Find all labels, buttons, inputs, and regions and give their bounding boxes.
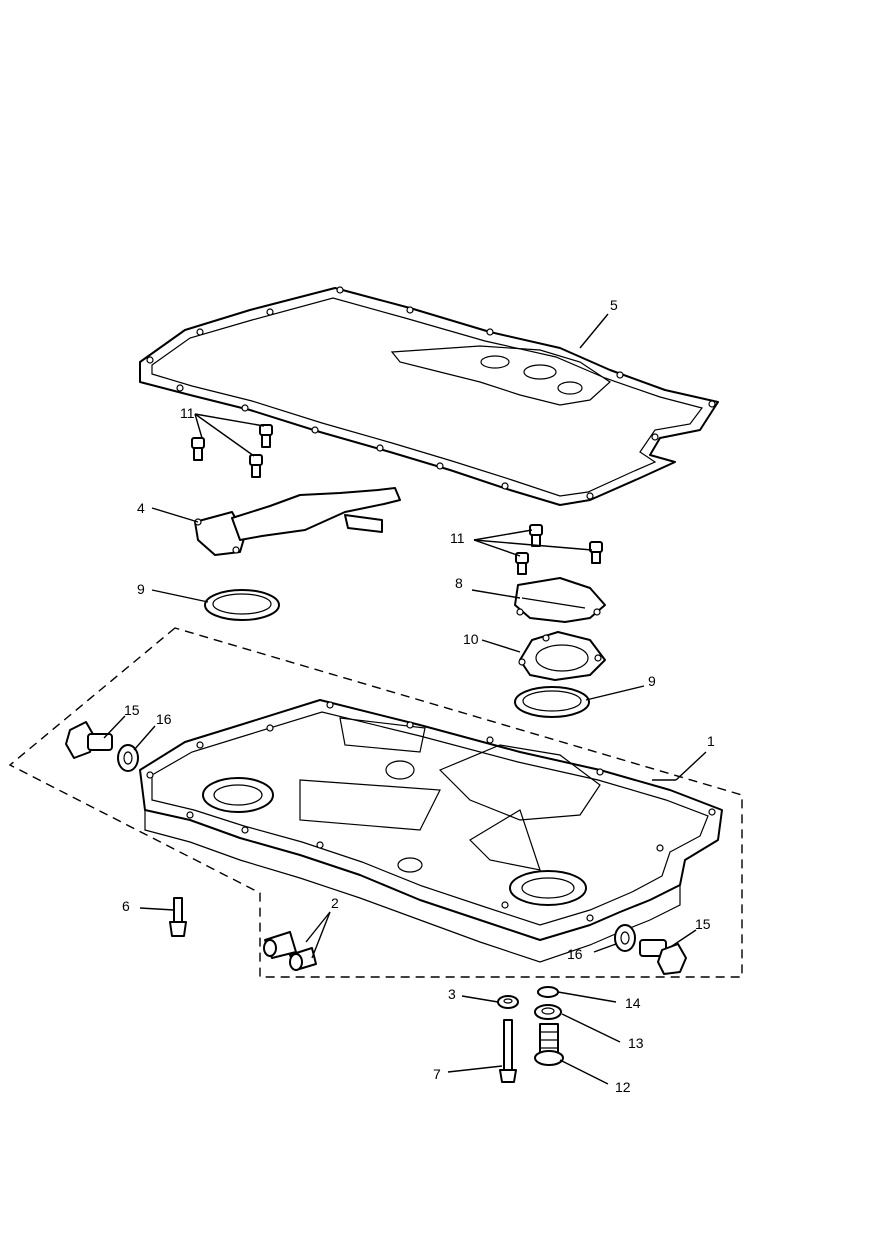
plug-12 [534, 1023, 564, 1066]
callout-labels: 1 2 3 4 5 6 7 8 9 9 10 11 11 12 13 14 15… [122, 297, 715, 1095]
drain-plug-right [639, 939, 687, 975]
sump-pan-part [139, 699, 723, 963]
bolt-6 [169, 897, 187, 937]
drain-plug-left [65, 721, 113, 759]
callout-6: 6 [122, 898, 130, 914]
cover-plate-part [514, 577, 606, 623]
flange-part [518, 631, 606, 681]
bolt-group-upper-left [191, 424, 273, 478]
callout-16-left: 16 [156, 711, 172, 727]
callout-11-upper: 11 [180, 405, 195, 421]
callout-1: 1 [707, 733, 715, 749]
sump-gasket-part [139, 286, 719, 506]
assembly-boundary [8, 627, 743, 978]
long-bolt-7 [499, 1019, 517, 1083]
oil-pickup-part [194, 487, 401, 556]
callout-11-lower: 11 [450, 530, 465, 546]
callout-15-left: 15 [124, 702, 140, 718]
washer-right [614, 924, 636, 952]
callout-9-lower: 9 [648, 673, 656, 689]
leader-lines [103, 313, 707, 1085]
callout-16-right: 16 [567, 946, 583, 962]
callout-12: 12 [615, 1079, 631, 1095]
callout-14: 14 [625, 995, 641, 1011]
callout-8: 8 [455, 575, 463, 591]
callout-3: 3 [448, 986, 456, 1002]
callout-10: 10 [463, 631, 479, 647]
callout-13: 13 [628, 1035, 644, 1051]
callout-5: 5 [610, 297, 618, 313]
callout-7: 7 [433, 1066, 441, 1082]
o-ring-14 [537, 986, 559, 998]
seal-right [514, 686, 590, 718]
washer-13 [534, 1004, 562, 1020]
washer-left [117, 744, 139, 772]
bolt-group-right [515, 524, 603, 575]
callout-9-upper: 9 [137, 581, 145, 597]
callout-4: 4 [137, 500, 145, 516]
callout-2: 2 [331, 895, 339, 911]
washer-3 [497, 995, 519, 1009]
seal-left [204, 589, 280, 621]
dowels-2 [263, 931, 317, 971]
callout-15-right: 15 [695, 916, 711, 932]
